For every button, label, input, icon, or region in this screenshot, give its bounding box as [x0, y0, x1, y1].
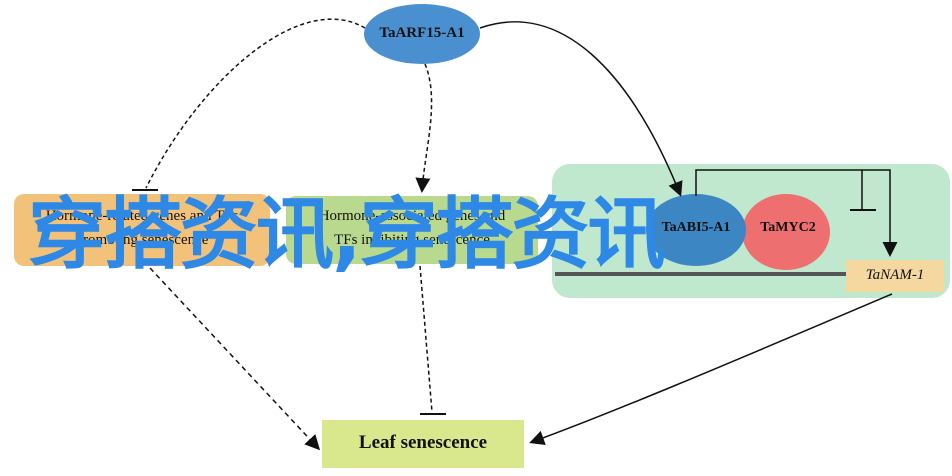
- mid-to-leaf-edge: [419, 265, 433, 413]
- hormone-inhibiting-line1: Hormone-associated genes and: [318, 208, 506, 224]
- left-to-leaf-edge: [149, 267, 321, 451]
- hormone-inhibiting-line2: TFs inhibiting senescence: [334, 232, 490, 248]
- hormone-inhibiting-box: [286, 196, 538, 264]
- activate-mid-edge: [415, 63, 433, 193]
- taarf-label: TaARF15-A1: [379, 25, 465, 41]
- taarf-node: [364, 4, 480, 64]
- watermark-text: 穿搭资讯,穿搭资讯: [28, 190, 666, 280]
- hormone-promoting-line2: promoting senescence: [75, 232, 209, 248]
- taabi-node: [646, 194, 746, 266]
- hormone-promoting-line1: Hormone-related genes and TFs: [45, 208, 239, 224]
- tamyc2-node: [742, 194, 830, 270]
- taabi-label: TaABI5-A1: [661, 220, 731, 235]
- leaf-senescence-label: Leaf senescence: [358, 432, 488, 453]
- complex-activation-line: [695, 169, 898, 257]
- activate-taabi-edge: [479, 21, 683, 197]
- tanam-to-leaf-edge: [529, 293, 893, 445]
- leaf-senescence-box: [322, 420, 524, 468]
- hormone-promoting-box: [14, 194, 270, 266]
- tanam-label: TaNAM-1: [865, 267, 925, 283]
- tamyc2-label: TaMYC2: [760, 220, 816, 235]
- inhibit-left-edge: [145, 18, 366, 189]
- tanam-box: [846, 260, 944, 292]
